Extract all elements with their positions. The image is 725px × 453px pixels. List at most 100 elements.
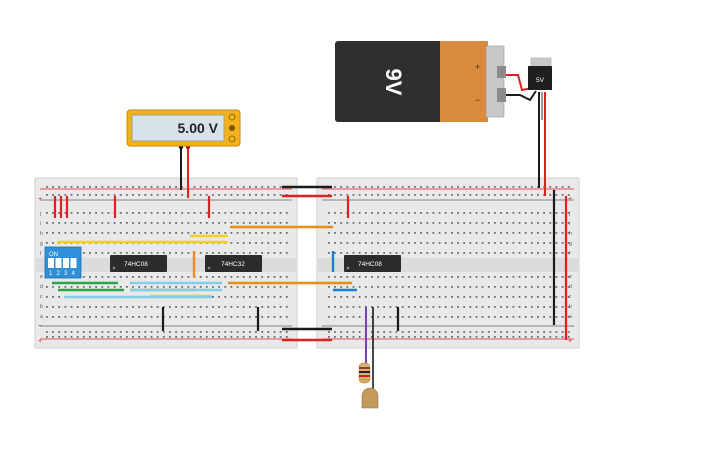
breadboard-hole[interactable]: [475, 286, 478, 288]
breadboard-hole[interactable]: [451, 296, 453, 298]
breadboard-hole[interactable]: [138, 212, 141, 214]
breadboard-hole[interactable]: [107, 222, 110, 224]
breadboard-hole[interactable]: [463, 306, 466, 308]
breadboard-hole[interactable]: [334, 242, 336, 244]
breadboard-hole[interactable]: [144, 316, 147, 318]
breadboard-hole[interactable]: [162, 186, 165, 188]
breadboard-hole[interactable]: [150, 331, 153, 333]
breadboard-hole[interactable]: [500, 316, 502, 318]
breadboard-hole[interactable]: [487, 194, 490, 196]
breadboard-hole[interactable]: [107, 286, 110, 288]
breadboard-hole[interactable]: [346, 222, 349, 224]
breadboard-hole[interactable]: [70, 316, 73, 318]
breadboard-hole[interactable]: [420, 296, 422, 298]
breadboard-hole[interactable]: [52, 222, 54, 224]
breadboard-hole[interactable]: [230, 296, 233, 298]
breadboard-hole[interactable]: [212, 186, 214, 188]
breadboard-hole[interactable]: [432, 242, 435, 244]
breadboard-hole[interactable]: [334, 212, 336, 214]
breadboard-hole[interactable]: [76, 232, 79, 234]
breadboard-hole[interactable]: [340, 194, 343, 196]
breadboard-hole[interactable]: [261, 232, 264, 234]
breadboard-hole[interactable]: [407, 331, 410, 333]
breadboard-hole[interactable]: [451, 242, 453, 244]
breadboard-hole[interactable]: [285, 306, 288, 308]
breadboard-hole[interactable]: [144, 222, 147, 224]
breadboard-hole[interactable]: [487, 186, 490, 188]
breadboard-hole[interactable]: [255, 316, 257, 318]
breadboard-hole[interactable]: [249, 316, 251, 318]
breadboard-hole[interactable]: [119, 232, 122, 234]
breadboard-hole[interactable]: [512, 252, 515, 254]
breadboard-hole[interactable]: [549, 286, 552, 288]
breadboard-hole[interactable]: [487, 276, 490, 278]
breadboard-hole[interactable]: [463, 186, 466, 188]
breadboard-hole[interactable]: [132, 212, 134, 214]
breadboard-hole[interactable]: [205, 276, 208, 278]
breadboard-hole[interactable]: [89, 306, 91, 308]
breadboard-hole[interactable]: [199, 212, 202, 214]
breadboard-hole[interactable]: [52, 296, 54, 298]
breadboard-hole[interactable]: [555, 296, 558, 298]
breadboard-hole[interactable]: [144, 336, 147, 338]
breadboard-hole[interactable]: [249, 186, 251, 188]
breadboard-hole[interactable]: [89, 286, 91, 288]
breadboard-hole[interactable]: [530, 194, 533, 196]
breadboard-hole[interactable]: [414, 276, 416, 278]
breadboard-hole[interactable]: [101, 194, 104, 196]
breadboard-hole[interactable]: [518, 232, 521, 234]
breadboard-hole[interactable]: [236, 222, 239, 224]
breadboard-hole[interactable]: [457, 186, 459, 188]
breadboard-hole[interactable]: [199, 336, 202, 338]
breadboard-hole[interactable]: [285, 276, 288, 278]
breadboard-hole[interactable]: [267, 242, 270, 244]
breadboard-hole[interactable]: [285, 232, 288, 234]
breadboard-hole[interactable]: [162, 276, 165, 278]
breadboard-hole[interactable]: [107, 252, 110, 254]
breadboard-hole[interactable]: [205, 306, 208, 308]
breadboard-hole[interactable]: [549, 296, 552, 298]
breadboard-hole[interactable]: [451, 232, 453, 234]
breadboard-hole[interactable]: [561, 252, 564, 254]
breadboard-hole[interactable]: [261, 222, 264, 224]
breadboard-hole[interactable]: [567, 331, 570, 333]
breadboard-hole[interactable]: [549, 276, 552, 278]
breadboard-hole[interactable]: [187, 316, 190, 318]
breadboard-hole[interactable]: [212, 232, 214, 234]
breadboard-hole[interactable]: [52, 306, 54, 308]
breadboard-hole[interactable]: [475, 222, 478, 224]
breadboard-hole[interactable]: [543, 296, 545, 298]
breadboard-hole[interactable]: [279, 212, 282, 214]
breadboard-hole[interactable]: [530, 186, 533, 188]
breadboard-hole[interactable]: [162, 252, 165, 254]
breadboard-hole[interactable]: [58, 336, 61, 338]
breadboard-hole[interactable]: [407, 194, 410, 196]
breadboard-hole[interactable]: [279, 336, 282, 338]
breadboard-hole[interactable]: [169, 276, 171, 278]
breadboard-hole[interactable]: [377, 306, 379, 308]
breadboard-hole[interactable]: [371, 316, 373, 318]
breadboard-hole[interactable]: [358, 316, 361, 318]
breadboard-hole[interactable]: [138, 186, 141, 188]
breadboard-hole[interactable]: [512, 296, 515, 298]
breadboard-hole[interactable]: [364, 194, 367, 196]
breadboard-hole[interactable]: [543, 252, 545, 254]
breadboard-hole[interactable]: [82, 232, 85, 234]
breadboard-hole[interactable]: [481, 296, 484, 298]
breadboard-hole[interactable]: [469, 316, 472, 318]
breadboard-hole[interactable]: [389, 212, 392, 214]
breadboard-hole[interactable]: [481, 186, 484, 188]
breadboard-hole[interactable]: [224, 186, 227, 188]
breadboard-hole[interactable]: [328, 316, 330, 318]
breadboard-hole[interactable]: [242, 276, 245, 278]
breadboard-hole[interactable]: [150, 232, 153, 234]
breadboard-hole[interactable]: [358, 212, 361, 214]
breadboard-hole[interactable]: [518, 276, 521, 278]
breadboard-hole[interactable]: [95, 232, 97, 234]
breadboard-hole[interactable]: [52, 194, 54, 196]
breadboard-hole[interactable]: [144, 331, 147, 333]
breadboard-hole[interactable]: [218, 331, 220, 333]
breadboard-hole[interactable]: [395, 276, 398, 278]
led[interactable]: [361, 387, 379, 409]
breadboard-hole[interactable]: [236, 276, 239, 278]
